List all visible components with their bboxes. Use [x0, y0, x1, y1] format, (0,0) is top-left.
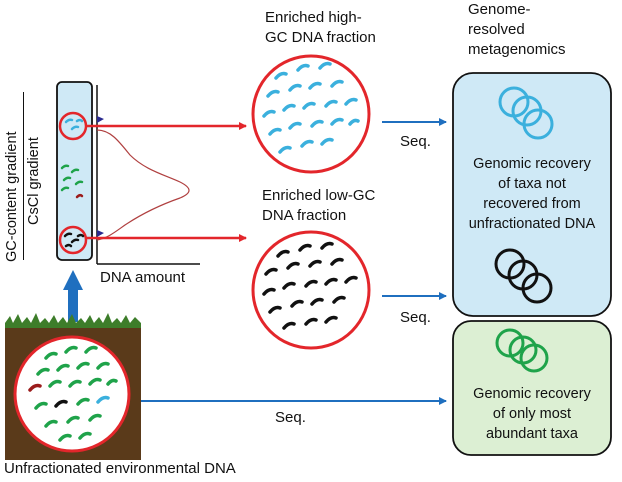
- bottom-caption: Unfractionated environmental DNA: [4, 460, 236, 477]
- tube-small-fragments: [60, 118, 85, 248]
- fractionation-up-arrow: [63, 270, 83, 322]
- cscl-gradient-label: CsCl gradient: [26, 137, 42, 225]
- green-box-line1: Genomic recovery: [473, 386, 591, 402]
- high-gc-fragments: [262, 61, 360, 154]
- gc-gradient-label: GC-content gradient: [4, 131, 20, 262]
- black-rings-icon: [494, 248, 553, 304]
- gradient-divider: [23, 92, 24, 260]
- dna-amount-label: DNA amount: [100, 269, 186, 286]
- high-gc-title-line1: Enriched high-: [265, 9, 362, 26]
- genome-title-line2: resolved: [468, 21, 525, 38]
- low-gc-fragments: [262, 241, 358, 330]
- green-box-text: Genomic recovery of only most abundant t…: [455, 384, 609, 444]
- cyan-rings-icon: [498, 86, 554, 140]
- blue-box-line3: recovered from: [483, 196, 581, 212]
- blue-box-line4: unfractionated DNA: [468, 216, 596, 232]
- green-rings-icon: [495, 328, 549, 373]
- low-gc-title-line1: Enriched low-GC: [262, 187, 376, 204]
- genome-title-line1: Genome-: [468, 1, 531, 18]
- blue-box-text: Genomic recovery of taxa not recovered f…: [455, 154, 609, 234]
- seq-label-high: Seq.: [400, 133, 431, 150]
- green-box-line2: of only most: [492, 406, 572, 422]
- blue-result-box: [452, 72, 612, 317]
- seq-label-bottom: Seq.: [275, 409, 306, 426]
- tube-high-gc-sample: [58, 111, 88, 141]
- blue-box-line2: of taxa not: [498, 176, 566, 192]
- high-gc-fraction-circle: [251, 54, 371, 174]
- dna-amount-plot: [96, 85, 200, 265]
- blue-box-line1: Genomic recovery: [473, 156, 591, 172]
- green-result-box: [452, 320, 612, 456]
- unfractionated-dna-circle: [13, 335, 131, 453]
- seq-label-low: Seq.: [400, 309, 431, 326]
- high-gc-title-line2: GC DNA fraction: [265, 29, 376, 46]
- green-box-line3: abundant taxa: [486, 426, 578, 442]
- unfractionated-fragments: [28, 345, 118, 442]
- low-gc-title-line2: DNA fraction: [262, 207, 347, 224]
- genome-title-line3: metagenomics: [468, 41, 566, 58]
